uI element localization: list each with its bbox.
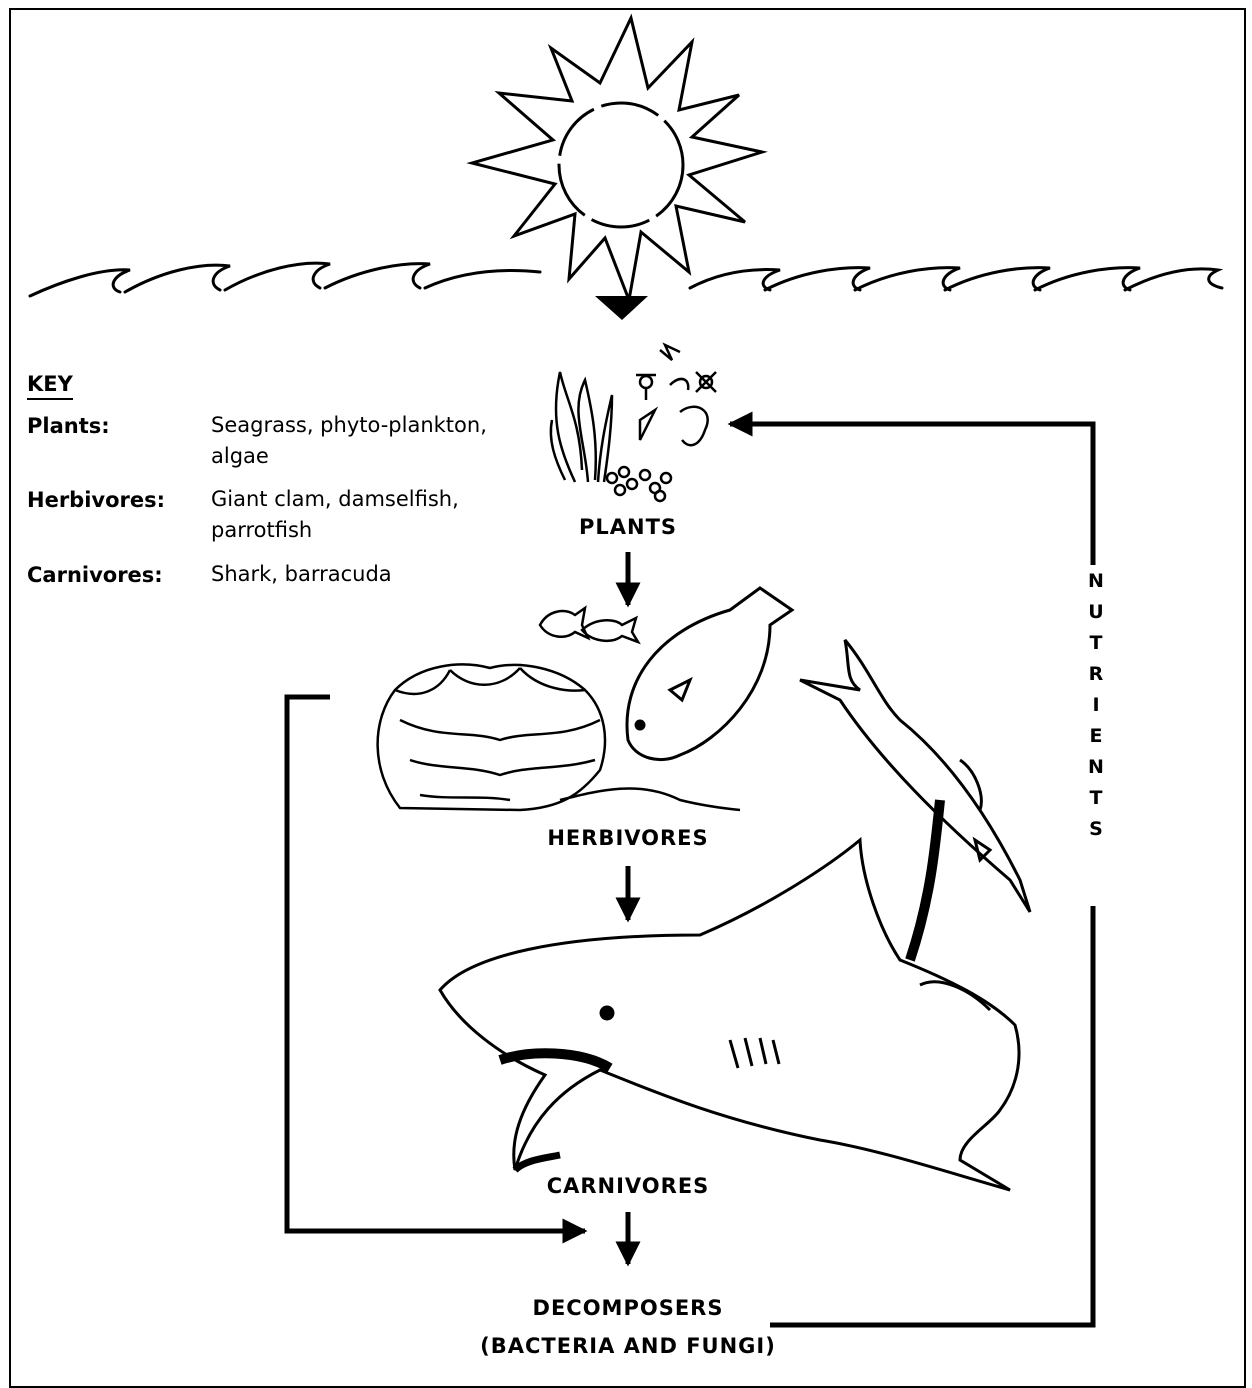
key-desc-plants: Seagrass, phyto-plankton, algae — [211, 410, 511, 472]
key-term-plants: Plants: — [27, 414, 110, 438]
nutrients-letter: N — [1086, 752, 1106, 783]
nutrients-return-line — [770, 906, 1093, 1325]
key-desc-carnivores: Shark, barracuda — [211, 559, 511, 590]
key-term-herbivores: Herbivores: — [27, 488, 165, 512]
nutrients-letter: I — [1086, 690, 1106, 721]
nutrients-letter: T — [1086, 628, 1106, 659]
nutrients-letter: U — [1086, 597, 1106, 628]
sun-icon — [472, 18, 762, 320]
nutrients-letter: E — [1086, 721, 1106, 752]
label-carnivores: Carnivores — [518, 1174, 738, 1198]
giant-clam-illustration — [378, 664, 740, 810]
label-decomposers-sub: (Bacteria and Fungi) — [458, 1334, 798, 1358]
label-herbivores: Herbivores — [508, 826, 748, 850]
key-desc-herbivores: Giant clam, damselfish, parrotfish — [211, 484, 511, 546]
nutrients-letter: R — [1086, 659, 1106, 690]
nutrients-vertical-label: N U T R I E N T S — [1086, 566, 1106, 845]
damselfish-illustration — [540, 608, 638, 642]
label-plants: Plants — [528, 515, 728, 539]
arrow-herbivores-to-decomposers — [287, 697, 585, 1231]
nutrients-letter: T — [1086, 783, 1106, 814]
shark-illustration — [440, 800, 1019, 1190]
nutrients-letter: S — [1086, 814, 1106, 845]
parrotfish-illustration — [627, 588, 792, 760]
barracuda-illustration — [800, 640, 1030, 912]
nutrients-letter: N — [1086, 566, 1106, 597]
label-decomposers: Decomposers — [478, 1296, 778, 1320]
arrow-nutrients-to-plants — [730, 424, 1093, 565]
key-term-carnivores: Carnivores: — [27, 563, 163, 587]
plants-illustration — [551, 345, 716, 501]
key-title: KEY — [27, 372, 73, 400]
